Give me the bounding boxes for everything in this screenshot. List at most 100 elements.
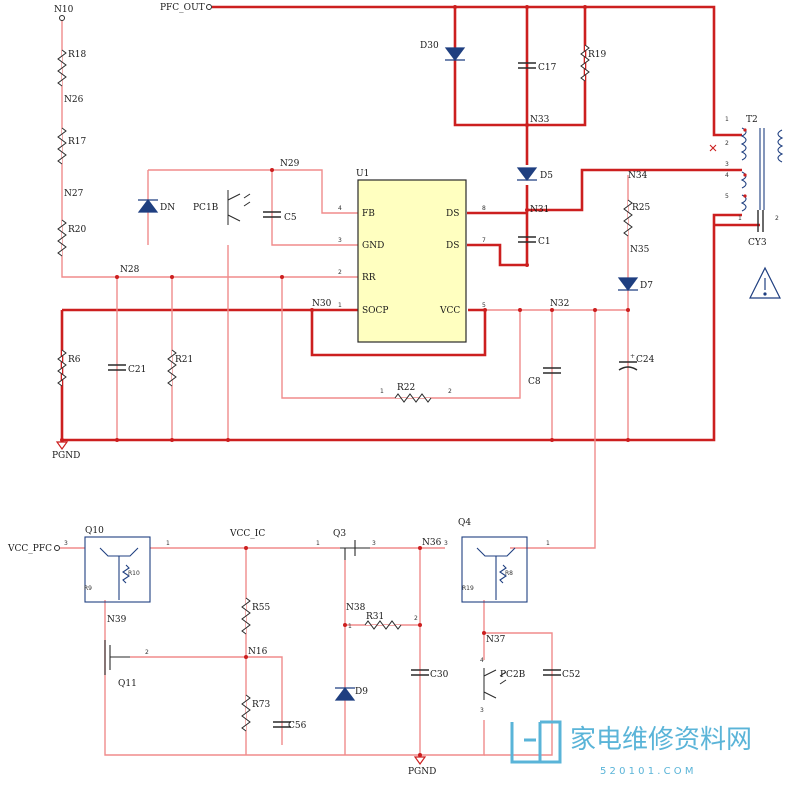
- net-n30: N30: [312, 299, 332, 309]
- label-r10: R10: [128, 570, 140, 577]
- resistor-r21: [167, 349, 177, 387]
- watermark-logo-icon: [510, 720, 562, 764]
- label-c30: C30: [430, 670, 449, 680]
- label-c56: C56: [288, 721, 307, 731]
- pin-r22-1: 1: [380, 388, 384, 395]
- net-n39: N39: [107, 615, 127, 625]
- pin-q10-3: 3: [64, 540, 68, 547]
- transistors: [84, 536, 528, 675]
- ic-pin-2-num: 2: [338, 269, 342, 276]
- label-t2: T2: [746, 115, 758, 125]
- ic-pin-ds-8: DS: [446, 209, 459, 219]
- label-d30: D30: [420, 41, 439, 51]
- label-r19b: R19: [462, 585, 474, 592]
- pin-numbers: 1 2 1 2 3 4 5 1 2 3 1 1 3 3 1 2 1 2 4 3 …: [64, 116, 779, 714]
- label-c52: C52: [562, 670, 580, 680]
- label-r73: R73: [252, 700, 271, 710]
- opto-pc1b: [227, 190, 251, 225]
- resistor-r8: [499, 564, 507, 584]
- label-r8: R8: [505, 570, 513, 577]
- label-d5: D5: [540, 171, 553, 181]
- capacitor-c52: [543, 669, 561, 676]
- capacitors: [108, 62, 764, 728]
- diode-dn: [137, 199, 159, 213]
- transformer-t2: [709, 127, 784, 212]
- resistor-r17: [57, 127, 67, 165]
- net-n29: N29: [280, 159, 300, 169]
- resistor-r18: [57, 49, 67, 87]
- label-r18: R18: [68, 50, 87, 60]
- net-labels: N10 PFC_OUT N26 N27 N28 N29 N30 N31 N32 …: [7, 3, 650, 777]
- label-d9: D9: [355, 687, 368, 697]
- label-c8: C8: [528, 377, 541, 387]
- label-pc2b: PC2B: [500, 670, 526, 680]
- transistor-q10-box: [84, 536, 151, 603]
- label-r31: R31: [366, 612, 384, 622]
- pin-t2-5: 5: [725, 193, 729, 200]
- net-n35: N35: [630, 245, 650, 255]
- net-n37: N37: [486, 635, 506, 645]
- resistor-r25: [623, 199, 633, 237]
- pin-cy3-1: 1: [738, 215, 742, 222]
- ic-pin-rr: RR: [362, 273, 376, 283]
- pin-pc2b-3: 3: [480, 707, 484, 714]
- label-r9: R9: [84, 585, 92, 592]
- capacitor-c30: [411, 669, 429, 676]
- net-n32: N32: [550, 299, 569, 309]
- net-vcc-ic: VCC_IC: [229, 529, 265, 539]
- ic-pin-socp: SOCP: [362, 306, 389, 316]
- transistor-q3: [340, 540, 370, 560]
- label-c24: C24: [636, 355, 655, 365]
- label-r20: R20: [68, 225, 87, 235]
- watermark-url: 5 2 0 1 0 1 . C O M: [600, 766, 693, 777]
- net-pgnd-top: PGND: [52, 451, 80, 461]
- junctions: [60, 5, 630, 757]
- net-n10: N10: [54, 5, 74, 15]
- resistor-r73: [241, 694, 251, 732]
- net-n27: N27: [64, 189, 84, 199]
- net-n34: N34: [628, 171, 648, 181]
- pin-t2-1: 1: [725, 116, 729, 123]
- power-wires: [60, 5, 760, 442]
- label-dn: DN: [160, 203, 175, 213]
- resistor-r19: [580, 44, 590, 82]
- component-labels: R18 R17 R20 R6 R21 R22 R19 R25 R55 R73 R…: [68, 41, 767, 731]
- ic-pin-vcc: VCC: [439, 306, 460, 316]
- ic-pin-8-num: 8: [482, 205, 486, 212]
- pin-pc2b-4: 4: [480, 657, 484, 664]
- label-r6: R6: [68, 355, 81, 365]
- resistor-r31: [364, 620, 402, 630]
- ground-icon: [55, 441, 69, 451]
- pin-q4-3: 3: [444, 540, 448, 547]
- signal-wires: [60, 20, 629, 756]
- ic-pin-fb: FB: [362, 209, 375, 219]
- label-q10: Q10: [85, 526, 104, 536]
- diode-d30: [444, 47, 466, 61]
- capacitor-c1: [518, 236, 536, 243]
- capacitor-c56: [273, 721, 291, 728]
- label-c21: C21: [128, 365, 146, 375]
- pin-q11-2: 2: [145, 649, 149, 656]
- net-pfc-out: PFC_OUT: [160, 3, 205, 13]
- label-r17: R17: [68, 137, 87, 147]
- pin-c24-plus: +: [630, 353, 635, 360]
- net-pgnd-bottom: PGND: [408, 767, 436, 777]
- pin-t2-2: 2: [725, 140, 729, 147]
- ground-symbols: [55, 441, 427, 766]
- label-q3: Q3: [333, 529, 346, 539]
- label-r25: R25: [632, 203, 651, 213]
- net-n31: N31: [530, 205, 549, 215]
- capacitor-c5: [263, 211, 281, 218]
- net-n16: N16: [248, 647, 268, 657]
- ic-ref: U1: [356, 169, 369, 179]
- pin-q3-1: 1: [316, 540, 320, 547]
- ic-u1: U1 4 FB 3 GND 2 RR 1 SOCP 8 DS 7 DS 5 VC…: [338, 169, 486, 343]
- resistor-r10: [122, 564, 130, 584]
- ic-pin-4-num: 4: [338, 205, 342, 212]
- label-r21: R21: [175, 355, 193, 365]
- net-n38: N38: [346, 603, 366, 613]
- diode-d9: [334, 687, 356, 701]
- optocouplers: [227, 190, 507, 700]
- ground-icon: [413, 756, 427, 766]
